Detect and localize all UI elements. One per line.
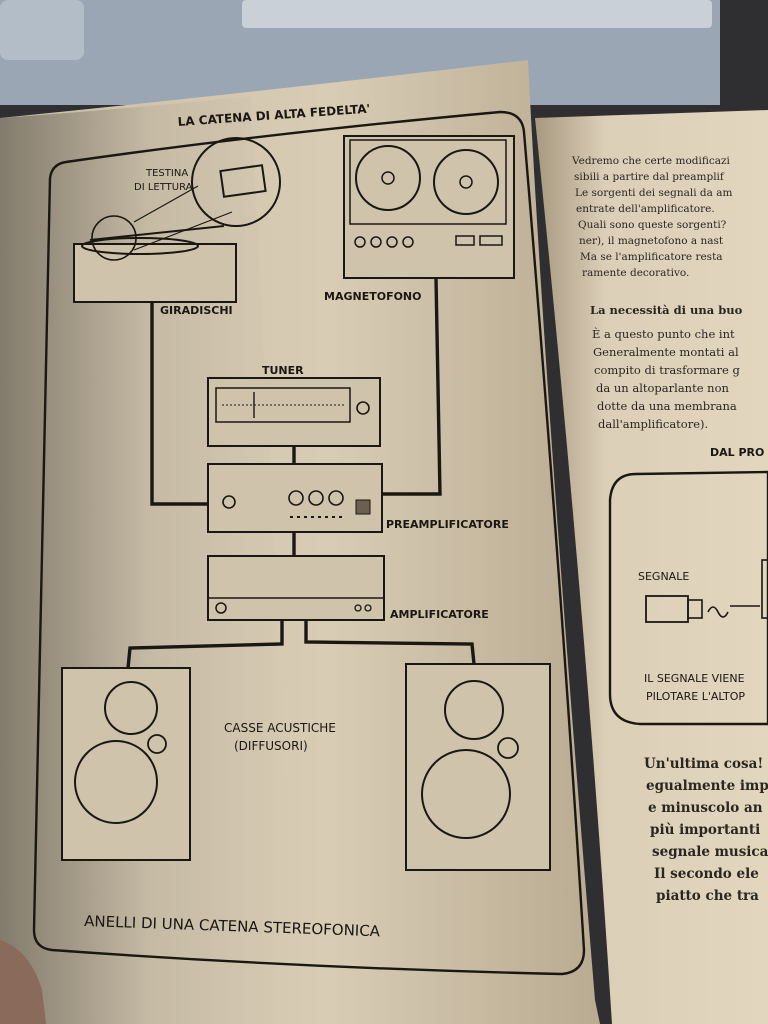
section-title: La necessità di una buo	[590, 303, 743, 317]
right-figure-caption-1: IL SEGNALE VIENE	[644, 672, 745, 685]
text-line: e minuscolo an	[648, 800, 763, 816]
label-casse-1: CASSE ACUSTICHE	[224, 721, 336, 735]
finger	[0, 940, 46, 1024]
tuner	[207, 377, 381, 447]
text-line: piatto che tra	[656, 888, 759, 904]
right-figure-label: SEGNALE	[638, 570, 689, 583]
laptop-keyboard	[242, 0, 712, 28]
text-line: egualmente imp	[646, 778, 768, 794]
right-paragraph-2: È a questo punto che int Generalmente mo…	[592, 327, 740, 431]
text-line: Vedremo che certe modificazi	[571, 155, 731, 167]
text-line: sibili a partire dal preamplif	[574, 171, 725, 183]
right-paragraph-1: Vedremo che certe modificazi sibili a pa…	[571, 155, 732, 279]
amplifier	[207, 555, 385, 621]
text-line: ramente decorativo.	[582, 267, 689, 279]
label-testina-1: TESTINA	[145, 168, 188, 179]
label-amplificatore: AMPLIFICATORE	[390, 608, 489, 621]
right-figure-caption-2: PILOTARE L'ALTOP	[646, 690, 745, 703]
text-line: Quali sono queste sorgenti?	[578, 219, 727, 231]
label-tuner: TUNER	[262, 364, 304, 377]
speaker-left	[61, 667, 191, 861]
text-line: Il secondo ele	[654, 866, 759, 882]
text-line: Un'ultima cosa!	[644, 756, 763, 772]
label-giradischi: GIRADISCHI	[160, 304, 233, 317]
diagram-frame	[32, 110, 586, 976]
right-paragraph-3: Un'ultima cosa! egualmente imp e minusco…	[644, 756, 768, 904]
turntable	[73, 137, 281, 303]
tape-recorder	[343, 135, 515, 279]
text-line: entrate dell'amplificatore.	[576, 203, 715, 215]
laptop-trackpad	[0, 0, 84, 60]
text-line: ner), il magnetofono a nast	[579, 235, 724, 247]
label-magnetofono: MAGNETOFONO	[324, 290, 422, 303]
text-line: Generalmente montati al	[593, 345, 739, 359]
text-line: Le sorgenti dei segnali da am	[575, 187, 732, 199]
text-line: È a questo punto che int	[592, 327, 735, 341]
speaker-right	[405, 663, 551, 871]
right-page	[535, 110, 768, 1024]
text-line: Ma se l'amplificatore resta	[580, 251, 723, 263]
text-line: segnale musica	[652, 844, 768, 860]
label-casse-2: (DIFFUSORI)	[234, 739, 308, 753]
right-figure-title: DAL PRO	[710, 446, 764, 459]
right-figure	[608, 470, 768, 726]
text-line: dall'amplificatore).	[598, 417, 708, 431]
label-preamplificatore: PREAMPLIFICATORE	[386, 518, 509, 531]
text-line: compito di trasformare g	[594, 363, 740, 377]
text-line: da un altoparlante non	[596, 381, 729, 395]
preamplifier	[207, 463, 383, 533]
cables	[126, 277, 476, 669]
text-line: dotte da una membrana	[597, 399, 737, 413]
text-line: più importanti	[650, 822, 760, 838]
label-testina-2: DI LETTURA	[134, 182, 193, 193]
